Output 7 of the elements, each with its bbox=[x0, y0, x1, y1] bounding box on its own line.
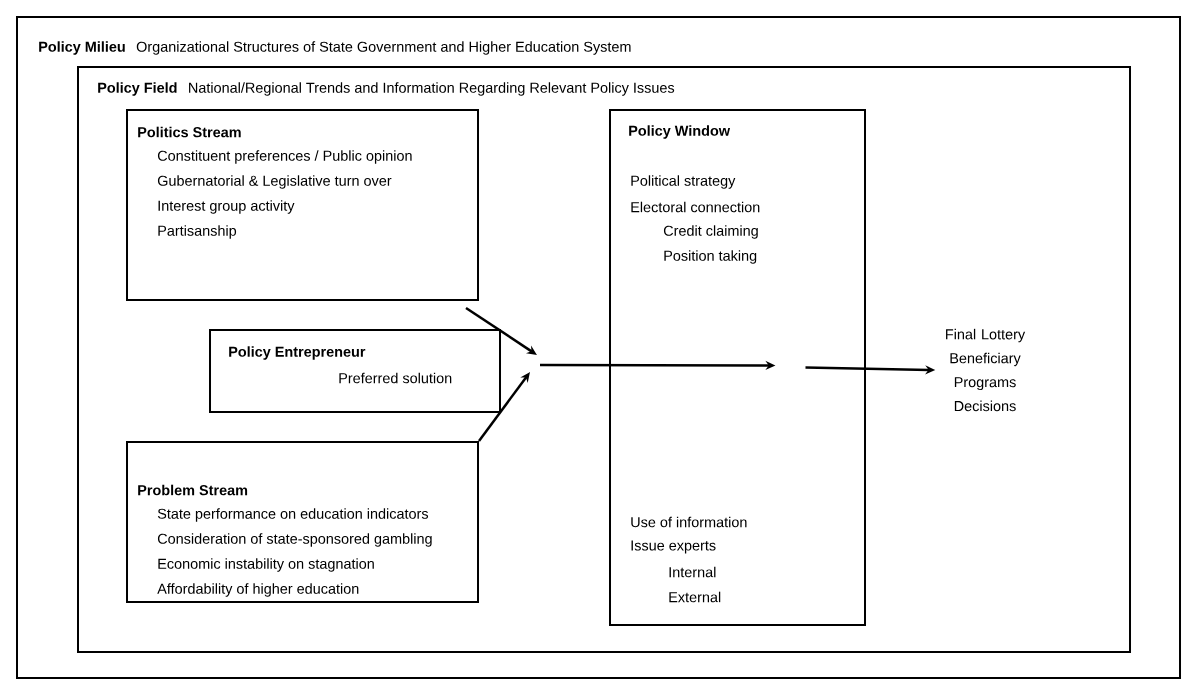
entrepreneur-box: Policy Entrepreneur Preferred solution bbox=[209, 329, 501, 413]
arrow bbox=[465, 306, 537, 355]
stream-box: Politics Stream Constituent preferences / Public opinion Gubernatorial & Legislative turn over Interest group activity Partisanship bbox=[126, 109, 479, 301]
window-box: Policy Window Political strategy Electoral connection Credit claiming Position taking Use of information Issue experts Internal External bbox=[609, 109, 866, 626]
stream-box: Problem Stream State performance on education indicators Consideration of state-sponsored gambling Economic instability on stagnation Affordability of higher education bbox=[126, 441, 479, 603]
outcome-text: Final Lottery Beneficiary Programs Decisions bbox=[946, 328, 1026, 412]
arrow bbox=[478, 372, 530, 442]
